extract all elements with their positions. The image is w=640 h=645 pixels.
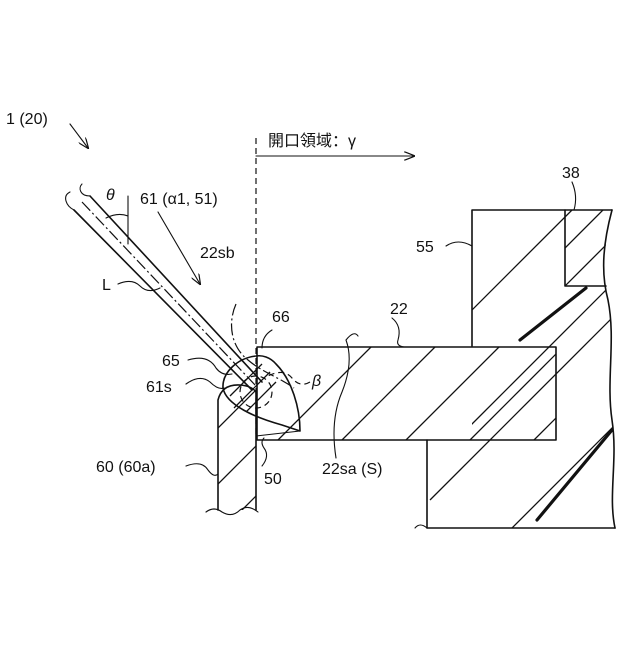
weld-bead-65 (223, 356, 300, 436)
label-22sa: 22sa (S) (322, 461, 382, 478)
leader-22 (392, 318, 404, 347)
label-theta: θ (106, 187, 115, 204)
label-55: 55 (416, 239, 434, 256)
label-device: 1 (20) (6, 111, 48, 128)
label-beta: β (311, 373, 321, 390)
part-38 (565, 208, 620, 286)
label-66: 66 (272, 309, 290, 326)
label-22: 22 (390, 301, 408, 318)
leader-L (118, 281, 160, 290)
leader-61s (186, 378, 224, 388)
label-50: 50 (264, 471, 282, 488)
beam-arrow (158, 212, 200, 284)
label-65: 65 (162, 353, 180, 370)
device-arrow (70, 124, 88, 148)
body-55 (415, 206, 640, 540)
label-61s: 61s (146, 379, 172, 396)
leader-50 (262, 438, 267, 466)
label-60: 60 (60a) (96, 459, 156, 476)
label-38: 38 (562, 165, 580, 182)
label-opening-region: 開口領域：γ (268, 132, 356, 150)
leader-66 (262, 330, 272, 348)
leader-55 (446, 242, 472, 246)
label-L: L (102, 277, 111, 294)
label-beam: 61 (α1, 51) (140, 191, 218, 208)
plate-22 (257, 347, 627, 440)
leader-38 (572, 182, 576, 210)
label-22sb: 22sb (200, 245, 235, 262)
leader-65 (188, 358, 232, 374)
leader-60 (186, 464, 218, 476)
